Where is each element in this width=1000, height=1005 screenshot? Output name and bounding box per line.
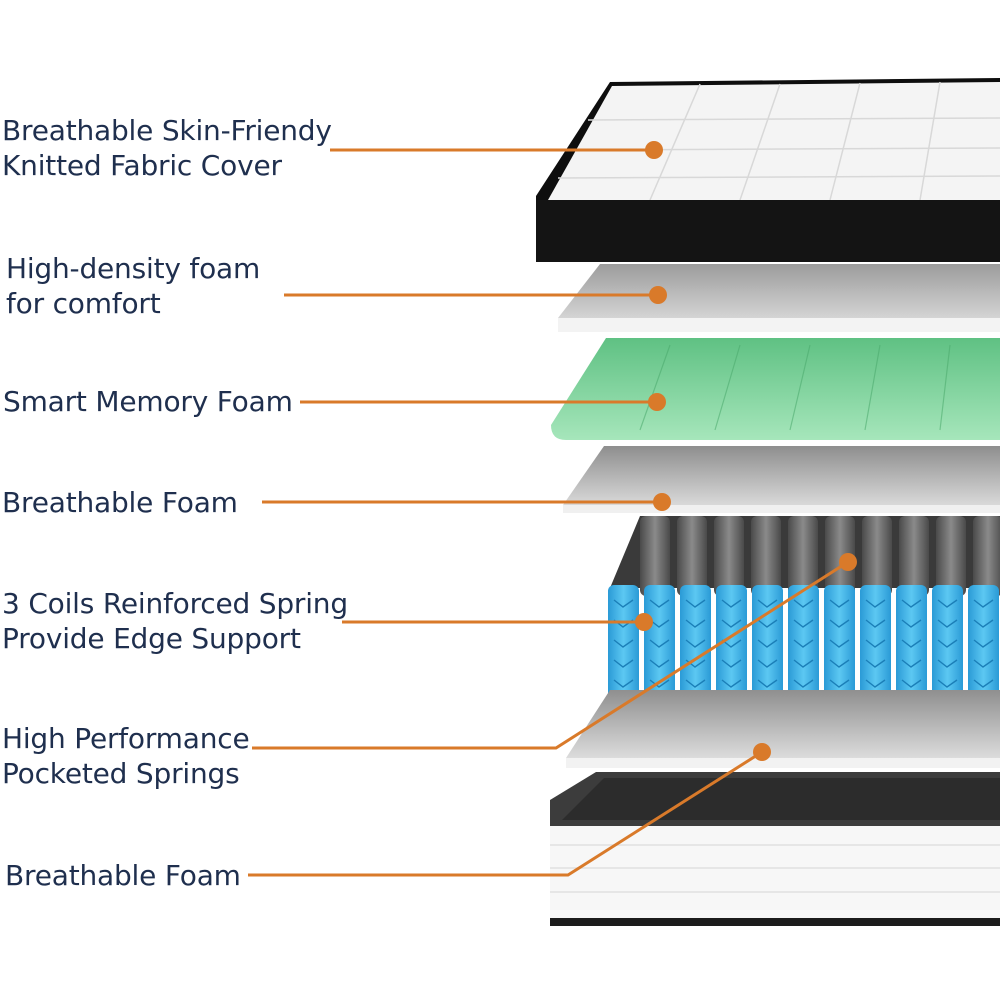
- coil-spring: [860, 585, 891, 703]
- coil-back: [825, 516, 855, 596]
- coil-spring: [824, 585, 855, 703]
- coil-back: [677, 516, 707, 596]
- callout-lines: [248, 141, 857, 877]
- callout-breathable-foam-bottom-dot: [753, 743, 771, 761]
- base-foam-layer: [566, 690, 1000, 768]
- coil-spring: [608, 585, 639, 703]
- label-breathable-foam-top: Breathable Foam: [2, 486, 238, 519]
- label-memory-foam: Smart Memory Foam: [3, 385, 293, 418]
- memory-foam-layer: [551, 338, 1000, 440]
- coil-spring: [932, 585, 963, 703]
- callout-pocketed-springs-line: [252, 560, 849, 750]
- coil-back: [640, 516, 670, 596]
- label-coils: 3 Coils Reinforced Spring Provide Edge S…: [2, 587, 348, 655]
- coil-spring: [644, 585, 675, 703]
- coil-spring: [680, 585, 711, 703]
- coil-back: [788, 516, 818, 596]
- coil-spring: [716, 585, 747, 703]
- coil-back: [899, 516, 929, 596]
- coil-spring: [752, 585, 783, 703]
- coil-spring: [896, 585, 927, 703]
- coil-back: [751, 516, 781, 596]
- coils-front-row: [608, 585, 999, 703]
- callout-pocketed-springs-dot: [839, 553, 857, 571]
- callout-breathable-foam-bottom-line: [248, 750, 763, 877]
- label-pocketed-springs: High Performance Pocketed Springs: [2, 722, 250, 790]
- label-hd-foam: High-density foam for comfort: [6, 252, 261, 320]
- coil-back: [973, 516, 1000, 596]
- spring-layer: [608, 516, 1000, 703]
- coils-back-row: [640, 516, 1000, 596]
- callout-breathable-foam-top-dot: [653, 493, 671, 511]
- breathable-foam-top-layer: [563, 446, 1000, 513]
- coil-back: [936, 516, 966, 596]
- coil-spring: [788, 585, 819, 703]
- callout-coils-dot: [635, 613, 653, 631]
- coil-back: [714, 516, 744, 596]
- coil-back: [862, 516, 892, 596]
- label-breathable-foam-bottom: Breathable Foam: [5, 859, 241, 892]
- callout-hd-foam-dot: [649, 286, 667, 304]
- cover-layer: [536, 78, 1000, 262]
- callout-memory-foam-dot: [648, 393, 666, 411]
- callout-cover-dot: [645, 141, 663, 159]
- coil-spring: [968, 585, 999, 703]
- hd-foam-layer: [558, 264, 1000, 332]
- label-cover: Breathable Skin-Friendy Knitted Fabric C…: [2, 114, 332, 182]
- breathable-foam-bottom-layer: [550, 772, 1000, 926]
